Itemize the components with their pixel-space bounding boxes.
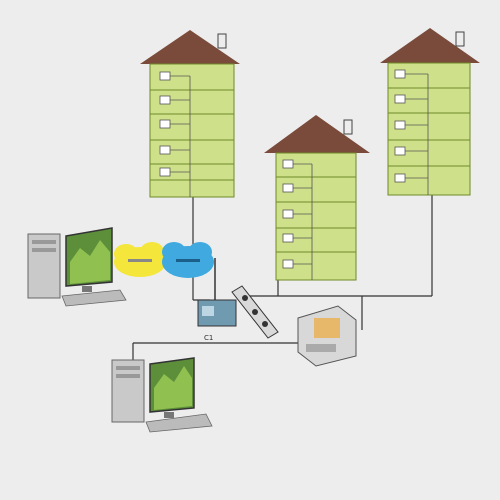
chimney <box>217 33 227 49</box>
desktop-computer-icon <box>111 357 213 433</box>
roof <box>380 28 480 63</box>
handheld-reader-icon <box>231 285 279 339</box>
cloud-blue <box>162 242 214 278</box>
chimney <box>343 119 353 135</box>
cloud-icon <box>114 242 166 277</box>
roof <box>140 30 240 64</box>
desktop-computer-icon <box>27 227 127 307</box>
building-middle <box>264 115 370 281</box>
roof <box>264 115 370 153</box>
building-left <box>140 30 240 198</box>
data-collector-icon <box>297 305 357 367</box>
cloud-yellow <box>114 242 166 277</box>
building-right <box>380 28 480 196</box>
chimney <box>455 31 465 47</box>
meter-reader <box>231 285 279 339</box>
wiring <box>132 195 433 362</box>
collector <box>297 305 357 367</box>
cloud-icon <box>162 242 214 278</box>
wireless-router-icon <box>197 258 237 327</box>
router: C1 <box>197 258 237 342</box>
hub-label: C1 <box>204 334 213 342</box>
pc-bottom <box>111 357 213 433</box>
pc-top <box>27 227 127 307</box>
